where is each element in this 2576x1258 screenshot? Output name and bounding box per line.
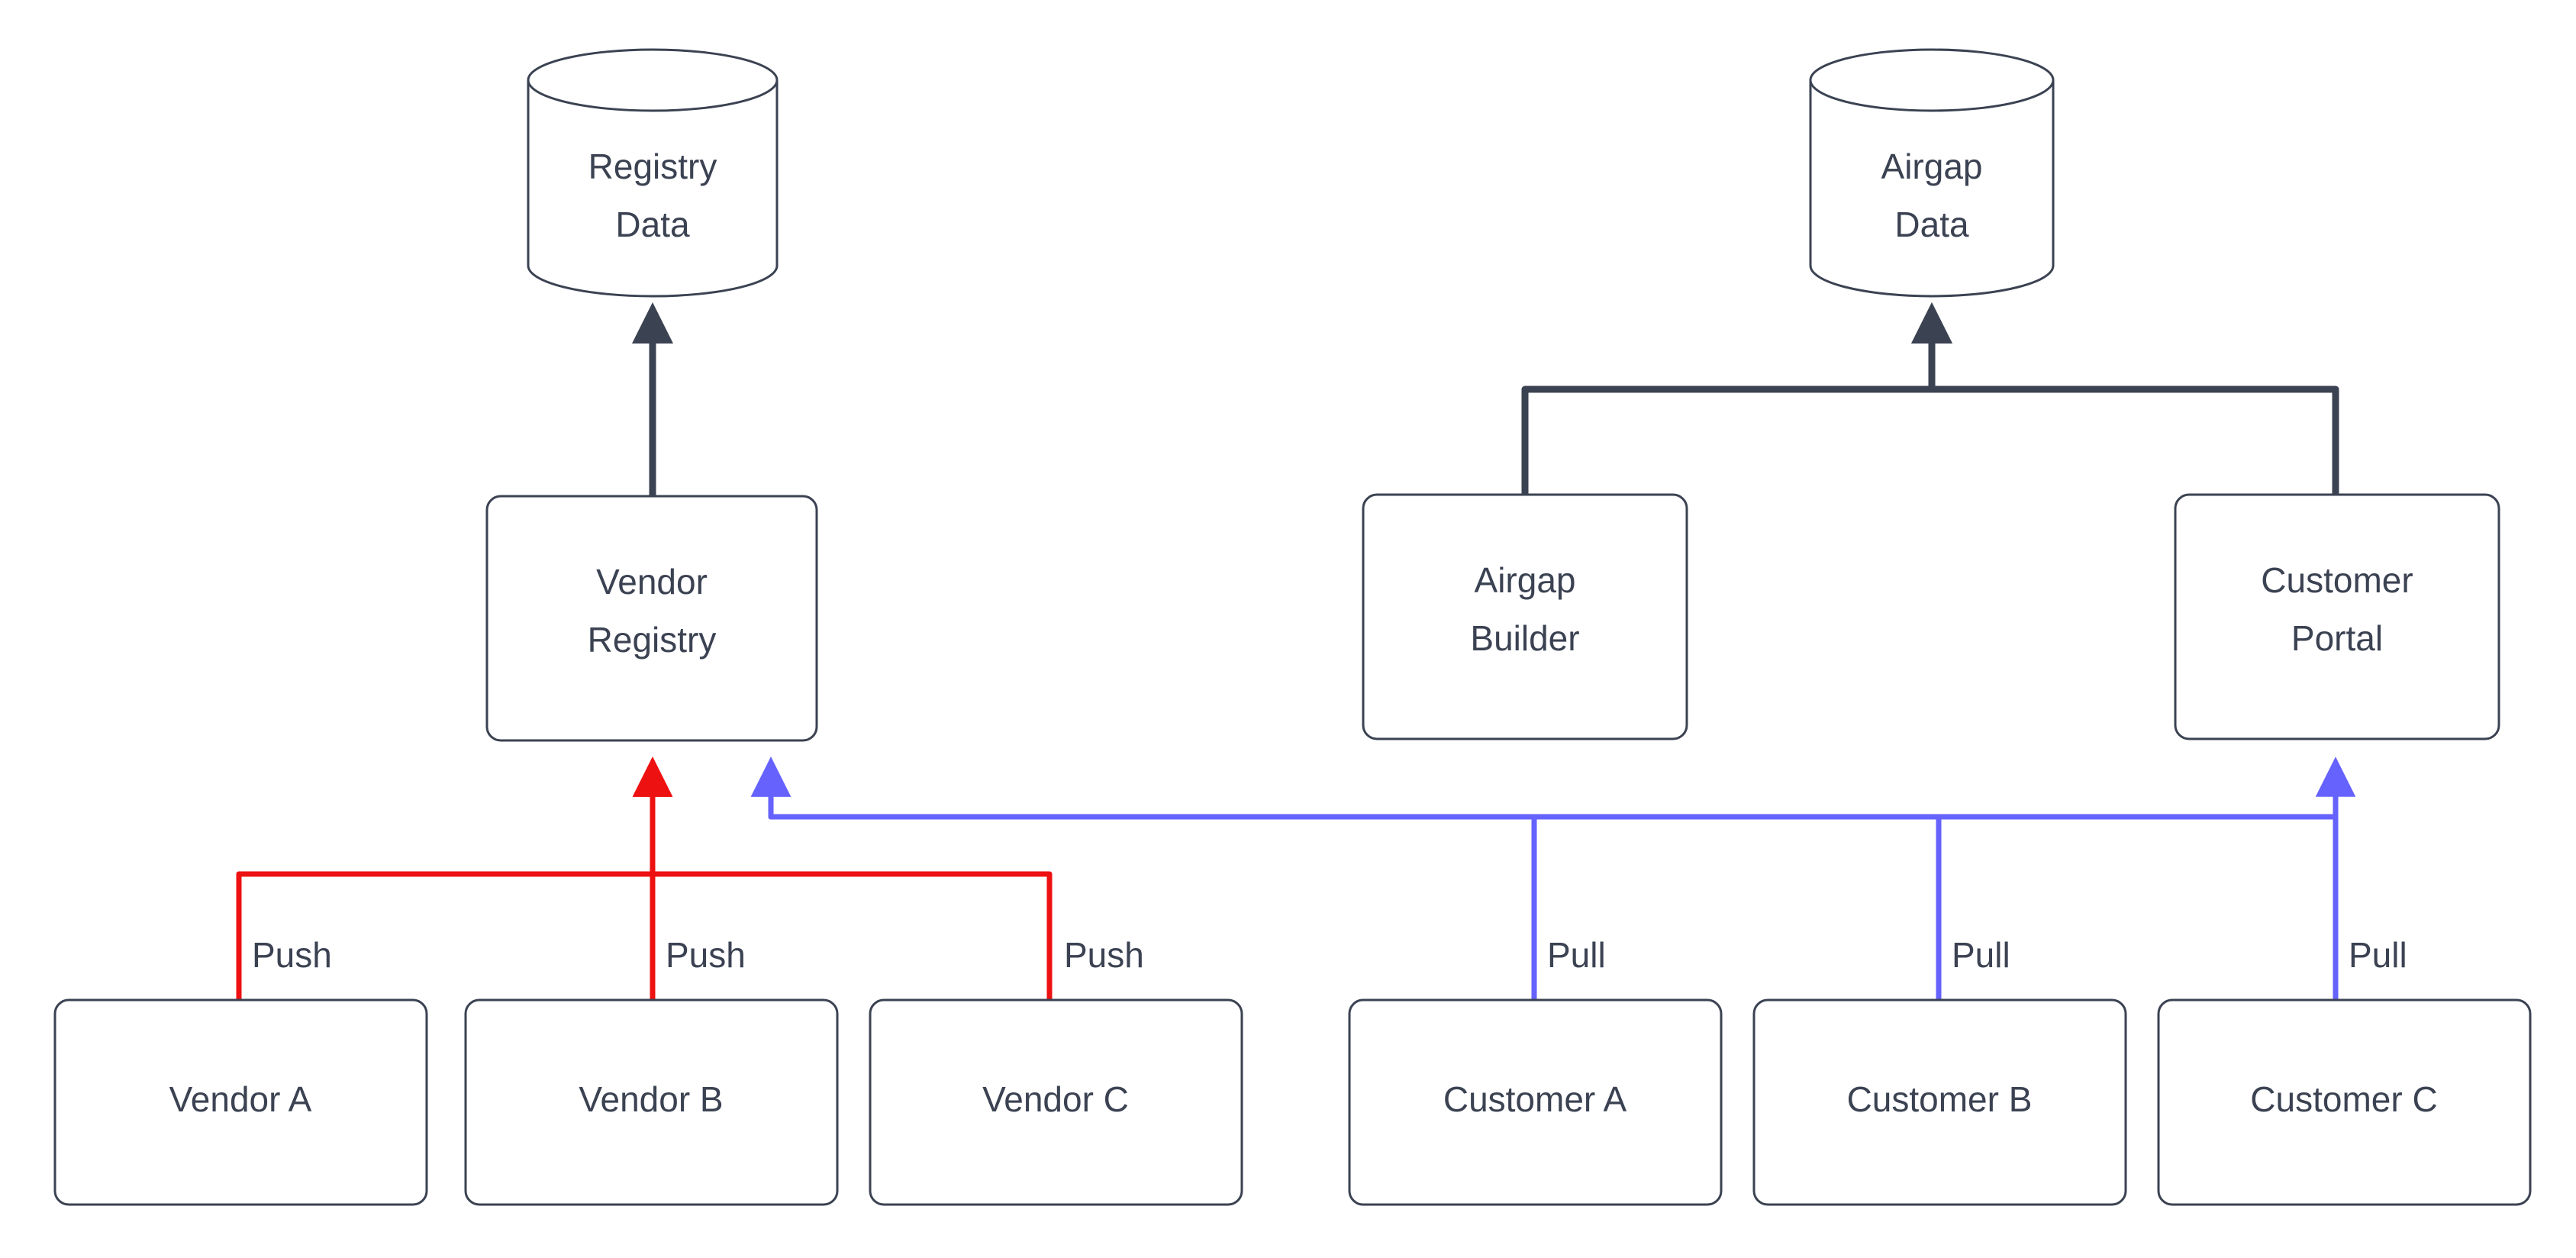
airgap-builder-box xyxy=(1362,493,1688,740)
customer-b-box xyxy=(1752,998,2127,1206)
edge-push-vendor-c xyxy=(632,756,1053,1000)
edge-pull-customer-a-to-vendor-registry xyxy=(750,756,1537,1000)
datastore-registry-data[interactable]: Registry Data xyxy=(527,48,779,298)
registry-data-cylinder-body xyxy=(527,80,779,298)
customer-a-box xyxy=(1348,998,1723,1206)
service-airgap-builder[interactable]: Airgap Builder xyxy=(1362,493,1688,740)
airgap-builder-label-line1: Airgap xyxy=(1475,560,1576,600)
vendor-a-label: Vendor A xyxy=(169,1079,312,1119)
registry-data-label-line2: Data xyxy=(615,205,690,244)
edge-label-push-vendor-b: Push xyxy=(666,935,746,975)
vendor-a-box xyxy=(53,998,428,1206)
edge-label-pull-customer-a: Pull xyxy=(1547,935,1606,975)
vendor-registry-box xyxy=(485,495,818,742)
customer-portal-box xyxy=(2174,493,2500,740)
edge-label-push-vendor-c: Push xyxy=(1064,935,1144,975)
airgap-data-cylinder-body xyxy=(1809,80,2055,298)
customer-portal-label-line2: Portal xyxy=(2291,618,2383,658)
registry-data-label-line1: Registry xyxy=(588,147,717,186)
edge-pull-customer-b-to-vendor-registry xyxy=(750,756,1942,1000)
customer-portal-label-line1: Customer xyxy=(2261,560,2413,600)
service-vendor-registry[interactable]: Vendor Registry xyxy=(485,495,818,742)
customer-b-label: Customer B xyxy=(1847,1079,2033,1119)
vendor-b-label: Vendor B xyxy=(579,1079,723,1119)
edge-label-pull-customer-c: Pull xyxy=(2349,935,2407,975)
vendor-b-box xyxy=(464,998,839,1206)
actor-customer-b[interactable]: Customer B xyxy=(1752,998,2127,1206)
datastore-airgap-data[interactable]: Airgap Data xyxy=(1809,48,2055,298)
actor-vendor-a[interactable]: Vendor A xyxy=(53,998,428,1206)
vendor-registry-label-line2: Registry xyxy=(588,620,717,660)
service-customer-portal[interactable]: Customer Portal xyxy=(2174,493,2500,740)
actor-customer-a[interactable]: Customer A xyxy=(1348,998,1723,1206)
edge-label-pull-customer-b: Pull xyxy=(1952,935,2010,975)
actor-vendor-c[interactable]: Vendor C xyxy=(869,998,1243,1206)
vendor-registry-label-line1: Vendor xyxy=(596,562,708,602)
customer-c-box xyxy=(2157,998,2532,1206)
airgap-builder-label-line2: Builder xyxy=(1470,618,1579,658)
customer-a-label: Customer A xyxy=(1443,1079,1627,1119)
actor-customer-c[interactable]: Customer C xyxy=(2157,998,2532,1206)
vendor-c-label: Vendor C xyxy=(982,1079,1129,1119)
edge-label-push-vendor-a: Push xyxy=(252,935,332,975)
actor-vendor-b[interactable]: Vendor B xyxy=(464,998,839,1206)
customer-c-label: Customer C xyxy=(2250,1079,2437,1119)
airgap-data-cylinder-top xyxy=(1809,48,2055,112)
registry-data-cylinder-top xyxy=(527,48,779,112)
airgap-data-label-line1: Airgap xyxy=(1881,147,1983,186)
vendor-c-box xyxy=(869,998,1243,1206)
airgap-data-label-line2: Data xyxy=(1894,205,1969,244)
